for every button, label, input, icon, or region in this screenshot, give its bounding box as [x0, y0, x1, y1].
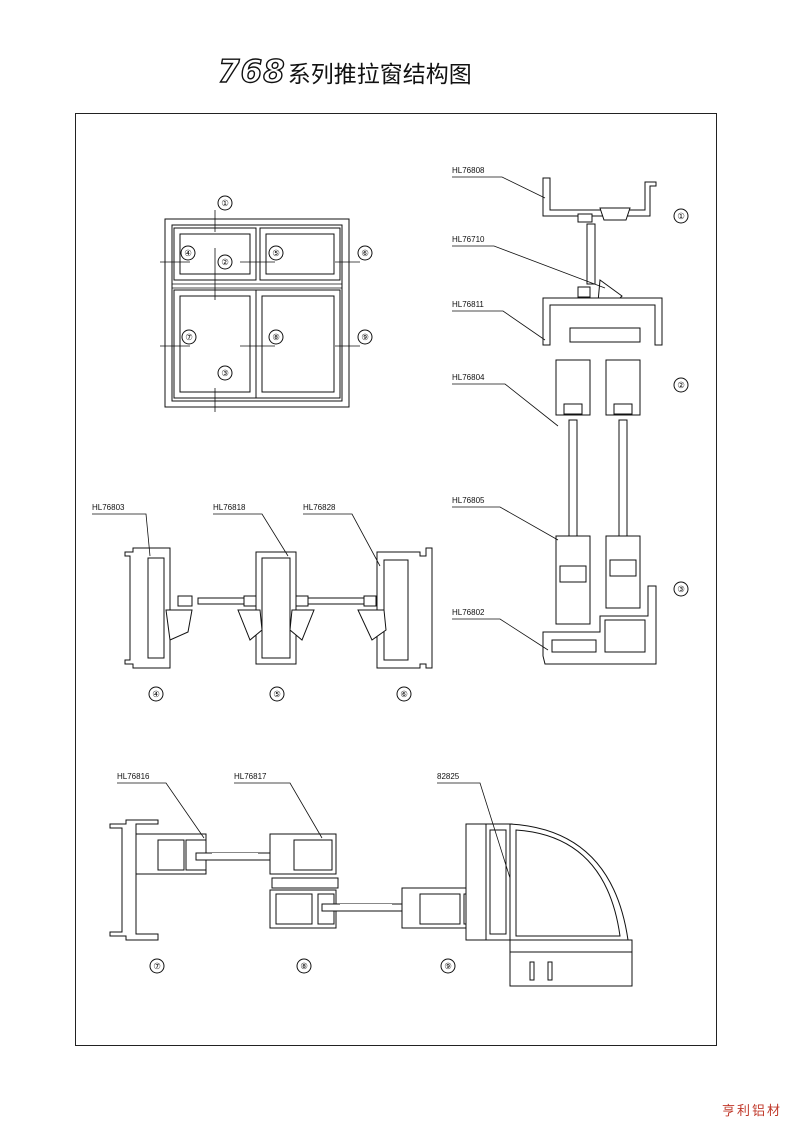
watermark: 亨利铝材 [722, 1104, 783, 1119]
vertical-section-labels: HL76808 HL76710 HL76811 HL76804 HL76805 … [452, 166, 606, 651]
part-label-hl76802: HL76802 [452, 608, 485, 617]
part-label-hl76710: HL76710 [452, 235, 485, 244]
callout-6: ⑥ [361, 248, 369, 258]
horizontal-sections-upper [124, 547, 433, 669]
section-callout-5: ⑤ [273, 689, 281, 699]
part-label-hl76816: HL76816 [117, 772, 150, 781]
callout-1: ① [221, 198, 229, 208]
callout-9: ⑨ [361, 332, 369, 342]
page-title: 768系列推拉窗结构图 [217, 52, 472, 92]
part-label-hl76811: HL76811 [452, 300, 484, 309]
horizontal-sections-upper-labels: HL76803 HL76818 HL76828 ④ ⑤ ⑥ [92, 503, 412, 702]
section-callout-4: ④ [152, 689, 160, 699]
title-text: 系列推拉窗结构图 [287, 62, 472, 88]
callout-5: ⑤ [272, 248, 280, 258]
part-label-hl76805: HL76805 [452, 496, 485, 505]
horizontal-sections-lower-labels: HL76816 HL76817 82825 ⑦ ⑧ ⑨ [117, 772, 511, 974]
drawing-frame [75, 113, 717, 1046]
section-callout-3: ③ [677, 584, 685, 594]
callout-7: ⑦ [185, 332, 193, 342]
elevation-callouts: ① ④ ② ⑤ ⑥ ⑦ ⑧ ⑨ ③ [180, 195, 373, 381]
vertical-section [542, 177, 663, 665]
callout-2: ② [221, 257, 229, 267]
section-callout-9: ⑨ [444, 961, 452, 971]
part-label-hl76818: HL76818 [213, 503, 246, 512]
part-label-hl76817: HL76817 [234, 772, 267, 781]
section-callout-6: ⑥ [400, 689, 408, 699]
section-callout-8: ⑧ [300, 961, 308, 971]
part-label-hl76804: HL76804 [452, 373, 485, 382]
callout-3: ③ [221, 368, 229, 378]
callout-4: ④ [184, 248, 192, 258]
section-callout-7: ⑦ [153, 961, 161, 971]
section-callout-2: ② [677, 380, 685, 390]
vertical-section-callouts: ① ② ③ [673, 208, 689, 597]
part-label-hl76808: HL76808 [452, 166, 485, 175]
part-label-hl76828: HL76828 [303, 503, 336, 512]
callout-8: ⑧ [272, 332, 280, 342]
window-elevation [160, 210, 360, 412]
horizontal-sections-lower [109, 819, 633, 987]
section-callout-1: ① [677, 211, 685, 221]
part-label-82825: 82825 [437, 772, 460, 781]
title-series-number: 768 [217, 53, 286, 90]
part-label-hl76803: HL76803 [92, 503, 125, 512]
